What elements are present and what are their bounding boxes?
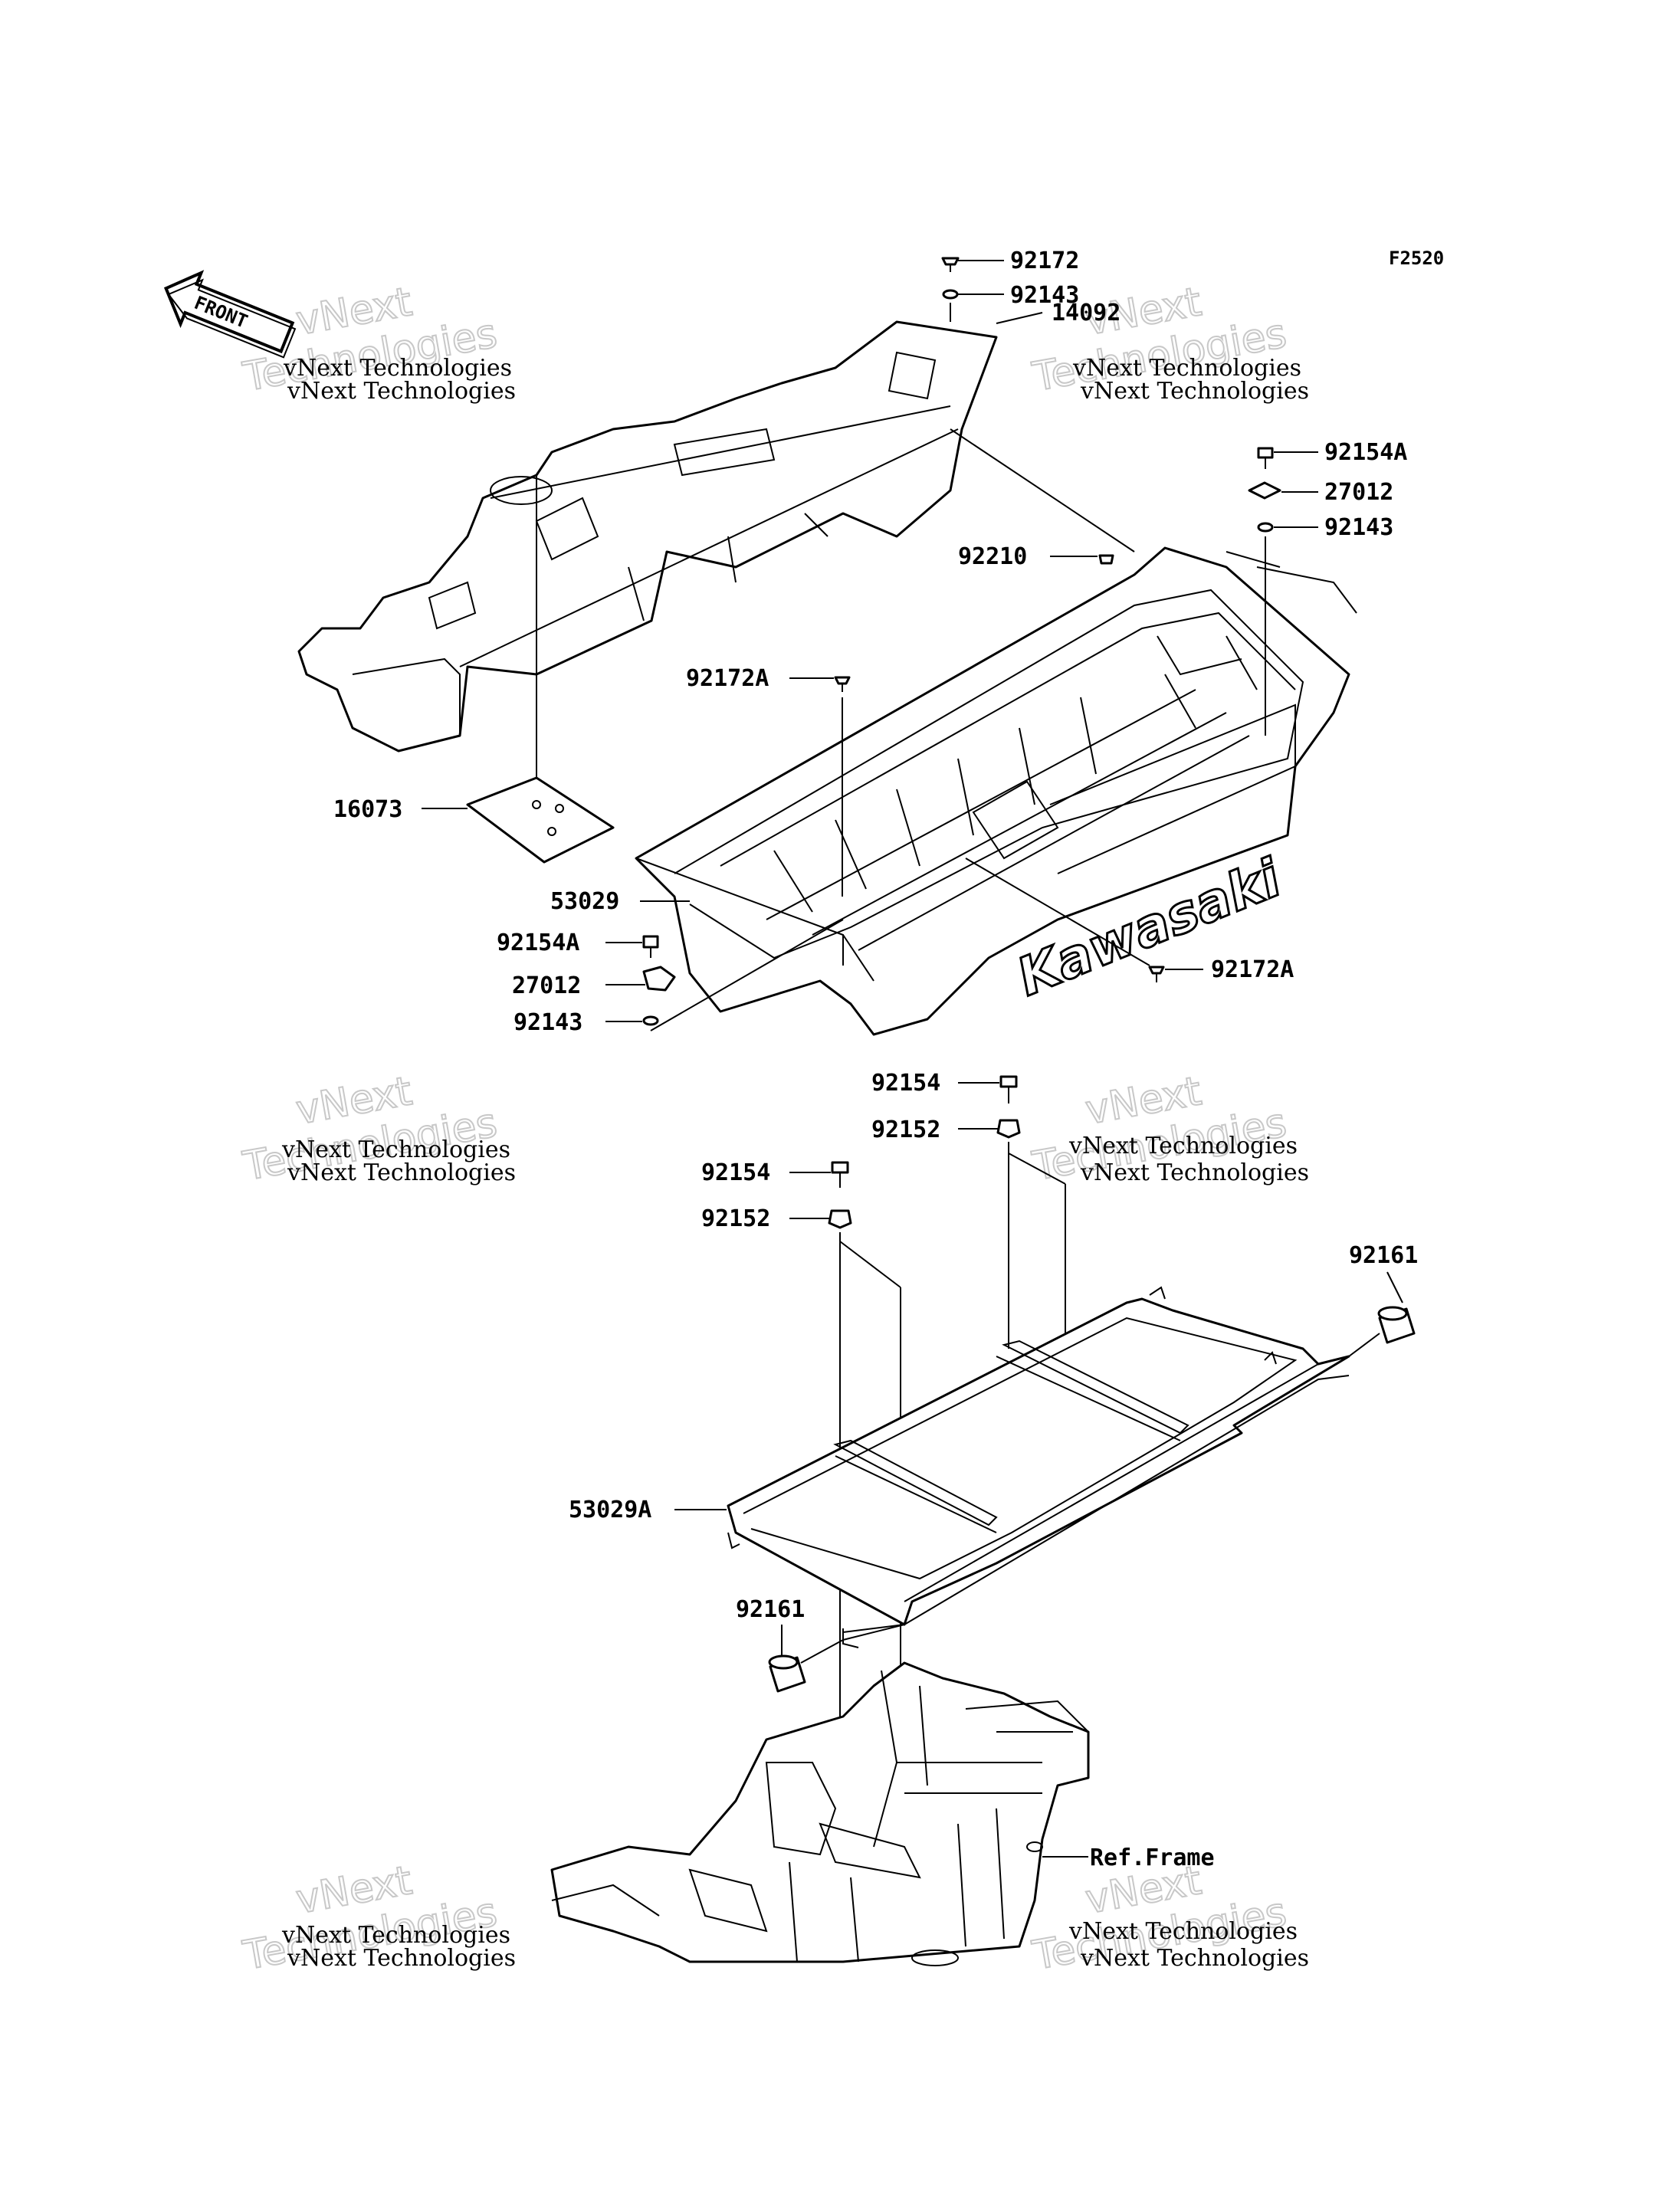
callout-92152: 92152 <box>701 1205 770 1232</box>
callout-92154A: 92154A <box>1324 439 1407 466</box>
callout-53029: 53029 <box>550 888 619 915</box>
callout-27012: 27012 <box>512 972 581 999</box>
watermark-caption: vNext Technologies <box>287 1159 516 1186</box>
callout-92154A: 92154A <box>497 930 579 956</box>
callout-ref-frame: Ref.Frame <box>1090 1844 1215 1871</box>
bed-cover-panel <box>297 320 998 753</box>
callout-92143: 92143 <box>1324 514 1393 541</box>
callout-14092: 14092 <box>1052 300 1121 326</box>
callout-92152: 92152 <box>871 1117 940 1143</box>
watermark-caption: vNext Technologies <box>281 1136 510 1163</box>
spacer-92161-left <box>768 1639 844 1693</box>
callout-92172A: 92172A <box>1211 956 1294 983</box>
callout-92172: 92172 <box>1010 248 1079 274</box>
callout-92210: 92210 <box>958 543 1027 570</box>
figure-ref: F2520 <box>1389 248 1444 269</box>
watermark-caption: vNext Technologies <box>1080 1159 1309 1186</box>
callout-92172A: 92172A <box>686 665 769 692</box>
watermark-caption: vNext Technologies <box>1080 378 1309 405</box>
callout-92143: 92143 <box>1010 282 1079 309</box>
callout-92161: 92161 <box>736 1596 805 1623</box>
callout-27012: 27012 <box>1324 479 1393 506</box>
watermark-caption: vNext Technologies <box>1068 1133 1298 1159</box>
watermark-caption: vNext Technologies <box>281 1922 510 1949</box>
watermarks: vNext Technologies vNext Technologies vN… <box>239 278 1309 1980</box>
watermark-caption: vNext Technologies <box>1068 1918 1298 1945</box>
spacer-92161-right <box>1348 1306 1416 1357</box>
callout-92154: 92154 <box>871 1070 940 1097</box>
leader-lines <box>422 260 1403 1655</box>
watermark-caption: vNext Technologies <box>287 1945 516 1972</box>
rack-frame <box>727 1286 1350 1648</box>
callout-92143: 92143 <box>514 1009 582 1036</box>
watermark-caption: vNext Technologies <box>287 378 516 405</box>
callout-92154: 92154 <box>701 1159 770 1186</box>
fasteners-left <box>642 919 844 1031</box>
callout-92161: 92161 <box>1349 1242 1418 1269</box>
pad-16073 <box>466 475 615 864</box>
callout-53029A: 53029A <box>569 1497 651 1523</box>
vehicle-frame-ref <box>550 1661 1090 1966</box>
watermark-caption: vNext Technologies <box>1072 355 1301 382</box>
callout-16073: 16073 <box>333 796 402 823</box>
watermark-caption: vNext Technologies <box>283 355 512 382</box>
watermark-caption: vNext Technologies <box>1080 1945 1309 1972</box>
callout-labels: 92172 92143 14092 92154A 27012 92143 922… <box>333 248 1418 1871</box>
fasteners-top <box>834 257 1281 982</box>
